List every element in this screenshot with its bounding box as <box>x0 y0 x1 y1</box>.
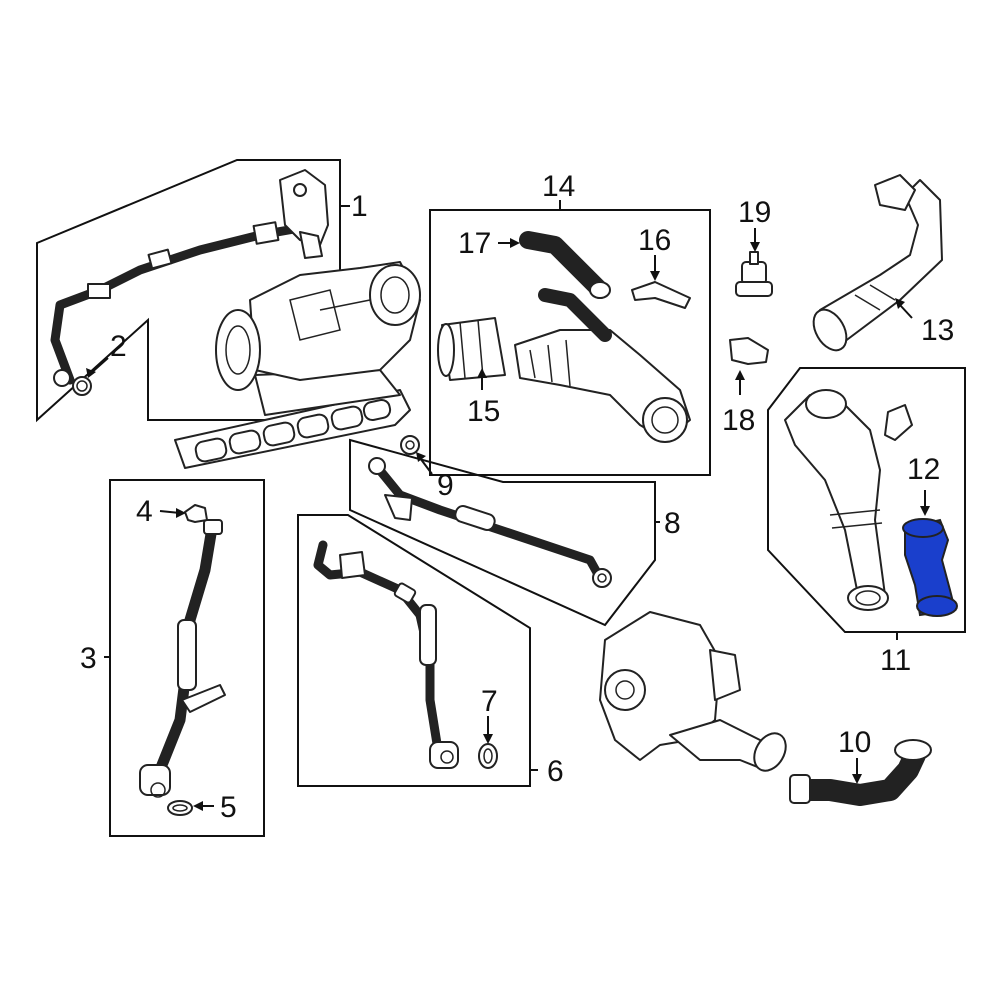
callout-6: 6 <box>547 755 564 788</box>
part-15-coupler[interactable] <box>437 317 506 381</box>
arrow-9 <box>416 452 426 462</box>
part-7-washer[interactable] <box>478 743 498 769</box>
group-11-outline <box>767 367 966 633</box>
arrow-17 <box>510 238 520 248</box>
part-12-hose-highlighted[interactable] <box>902 518 958 617</box>
arrow-19 <box>750 242 760 252</box>
part-2-washer[interactable] <box>72 376 92 396</box>
charge-air-pipe <box>784 389 913 611</box>
callout-8: 8 <box>664 507 681 540</box>
group-8-outline <box>349 438 656 627</box>
arrow-5 <box>193 801 203 811</box>
callout-5: 5 <box>220 791 237 824</box>
arrow-18 <box>735 370 745 380</box>
part-5-washer[interactable] <box>167 800 193 816</box>
callout-10: 10 <box>838 726 871 759</box>
group-1-outline <box>36 159 341 423</box>
leader-13 <box>899 304 913 319</box>
callout-1: 1 <box>351 190 368 223</box>
coolant-line-part[interactable] <box>313 540 459 769</box>
callout-14: 14 <box>542 170 575 203</box>
callout-2: 2 <box>110 330 127 363</box>
callout-11: 11 <box>880 644 911 677</box>
part-16-bracket[interactable] <box>631 281 691 309</box>
part-13-charge-pipe[interactable] <box>807 174 943 356</box>
part-10-coolant-hose[interactable] <box>789 739 932 806</box>
group-6-outline <box>297 514 531 787</box>
arrow-16 <box>650 271 660 281</box>
group-11-box <box>767 367 966 640</box>
group-8-box <box>349 438 660 627</box>
coolant-return-line-part[interactable] <box>368 457 612 588</box>
group-14-outline <box>429 209 711 476</box>
arrow-12 <box>920 506 930 516</box>
callout-4: 4 <box>136 495 153 528</box>
callout-3: 3 <box>80 642 97 675</box>
callout-19: 19 <box>738 196 771 229</box>
group-14-box <box>429 200 711 476</box>
arrow-10 <box>852 774 862 784</box>
callout-7: 7 <box>481 685 498 718</box>
arrow-15 <box>477 368 487 378</box>
oil-return-line-part[interactable] <box>139 519 226 798</box>
part-18-sensor[interactable] <box>729 337 769 365</box>
turbocharger-manifold <box>174 261 421 469</box>
callout-15: 15 <box>467 395 500 428</box>
callout-12: 12 <box>907 453 940 486</box>
callout-16: 16 <box>638 224 671 257</box>
arrow-2 <box>86 368 96 378</box>
part-19-sensor[interactable] <box>735 251 773 297</box>
group-3-box <box>104 479 265 837</box>
callout-18: 18 <box>722 404 755 437</box>
callout-17: 17 <box>458 227 491 260</box>
oil-feed-line-part[interactable] <box>50 169 329 387</box>
arrow-13 <box>895 298 905 309</box>
pump-assembly <box>599 611 787 772</box>
callout-9: 9 <box>437 469 454 502</box>
air-intake-duct <box>514 288 691 443</box>
group-1-box <box>36 159 350 423</box>
callout-13: 13 <box>921 314 954 347</box>
part-9-washer[interactable] <box>400 435 420 455</box>
part-4-bracket[interactable] <box>184 504 208 523</box>
group-6-box <box>297 514 538 787</box>
arrow-7 <box>483 734 493 744</box>
arrow-4 <box>176 508 186 518</box>
part-17-hose[interactable] <box>519 231 611 299</box>
